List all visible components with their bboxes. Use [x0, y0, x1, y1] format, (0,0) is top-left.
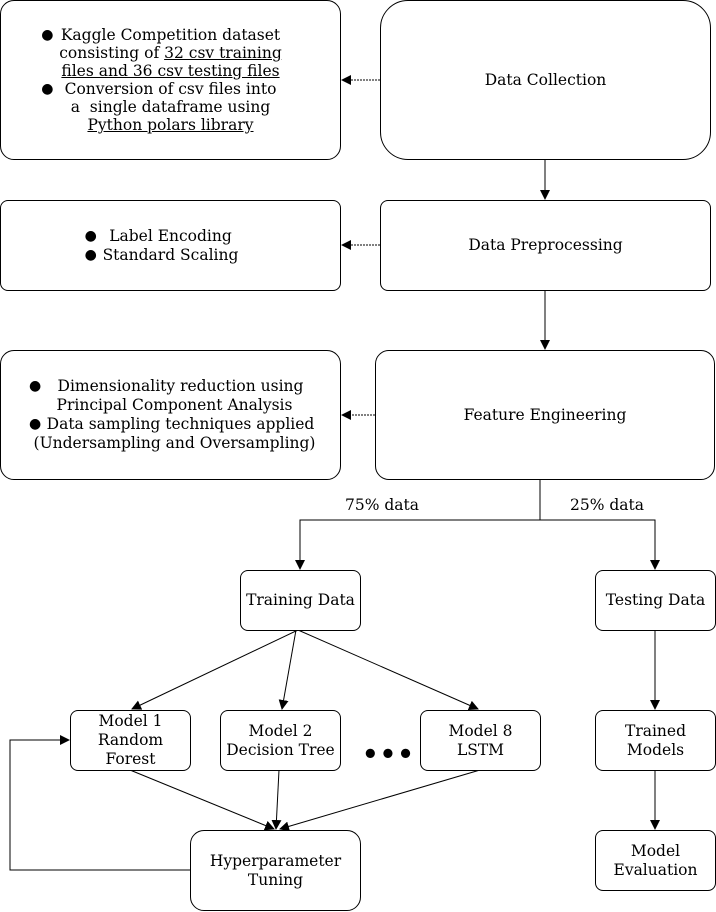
- note-line: Dimensionality reduction using: [57, 377, 304, 395]
- hyperparameter-tuning-node: Hyperparameter Tuning: [190, 830, 361, 911]
- note-line: Data sampling techniques applied: [46, 415, 315, 433]
- tuning-line-2: Tuning: [247, 870, 304, 889]
- model-8-title: Model 8: [448, 721, 513, 740]
- arrow-split-training: [295, 480, 541, 570]
- test-split-label: 25% data: [570, 496, 645, 514]
- model-1-title: Model 1: [98, 712, 163, 730]
- arrow-model8-tuning: [279, 769, 481, 832]
- preprocessing-note-item-2: ●Standard Scaling: [84, 245, 239, 264]
- note-line: Conversion of csv files into: [64, 80, 277, 98]
- collection-note-item-2: ● Conversion of csv files into a single …: [41, 80, 282, 134]
- note-line: (Undersampling and Oversampling): [33, 434, 316, 452]
- train-split-label: 75% data: [345, 496, 420, 514]
- collection-note-box: ● Kaggle Competition dataset consisting …: [0, 0, 341, 160]
- tuning-line-1: Hyperparameter: [209, 851, 342, 870]
- collection-note-item-1: ● Kaggle Competition dataset consisting …: [41, 26, 282, 80]
- feature-note-box: ● Dimensionality reduction using Princip…: [0, 350, 341, 480]
- data-collection-label: Data Collection: [484, 70, 607, 89]
- arrow-model2-tuning: [271, 769, 282, 830]
- more-models-ellipsis: •••: [362, 740, 415, 770]
- note-line: Python polars library: [87, 116, 254, 134]
- training-data-node: Training Data: [240, 570, 361, 631]
- trained-models-line-2: Models: [626, 740, 685, 759]
- feature-engineering-node: Feature Engineering: [375, 350, 715, 480]
- model-1-name: Random Forest: [97, 731, 164, 768]
- data-preprocessing-node: Data Preprocessing: [380, 200, 711, 291]
- preprocessing-note-box: ●Label Encoding ●Standard Scaling: [0, 200, 341, 291]
- data-collection-node: Data Collection: [380, 0, 711, 160]
- note-line: consisting of 32 csv training: [59, 44, 282, 62]
- preprocessing-note-item-1: ●Label Encoding: [84, 226, 232, 245]
- preprocessing-note-list: ●Label Encoding ●Standard Scaling: [84, 226, 239, 265]
- trained-models-node: Trained Models: [595, 710, 716, 771]
- note-line: Kaggle Competition dataset: [60, 26, 281, 44]
- collection-note-list: ● Kaggle Competition dataset consisting …: [41, 26, 282, 134]
- testing-data-node: Testing Data: [595, 570, 716, 631]
- feature-note-list: ● Dimensionality reduction using Princip…: [1, 377, 340, 453]
- note-line: a single dataframe using: [70, 98, 271, 116]
- arrow-training-model1: [131, 629, 299, 710]
- model-1-node: Model 1 Random Forest: [70, 710, 191, 771]
- evaluation-line-2: Evaluation: [613, 860, 698, 879]
- feature-note-item-1: ● Dimensionality reduction using Princip…: [1, 377, 340, 415]
- model-8-node: Model 8 LSTM: [420, 710, 541, 771]
- model-8-name: LSTM: [456, 740, 505, 759]
- feature-engineering-label: Feature Engineering: [463, 405, 627, 424]
- model-2-title: Model 2: [248, 721, 313, 740]
- arrow-training-model2: [278, 629, 297, 710]
- trained-models-line-1: Trained: [624, 721, 687, 740]
- note-line: files and 36 csv testing files: [61, 62, 280, 80]
- arrow-model1-tuning: [129, 769, 275, 831]
- model-2-node: Model 2 Decision Tree: [220, 710, 341, 771]
- model-2-name: Decision Tree: [226, 740, 335, 759]
- arrow-tuning-feedback: [9, 735, 190, 871]
- training-data-label: Training Data: [246, 591, 355, 609]
- arrow-split-testing: [540, 519, 660, 570]
- data-preprocessing-label: Data Preprocessing: [468, 236, 623, 254]
- model-evaluation-node: Model Evaluation: [595, 830, 716, 891]
- note-line: Principal Component Analysis: [56, 396, 293, 414]
- feature-note-item-2: ● Data sampling techniques applied (Unde…: [1, 415, 340, 453]
- evaluation-line-1: Model: [630, 841, 681, 860]
- testing-data-label: Testing Data: [605, 591, 706, 609]
- arrow-training-model8: [297, 629, 479, 710]
